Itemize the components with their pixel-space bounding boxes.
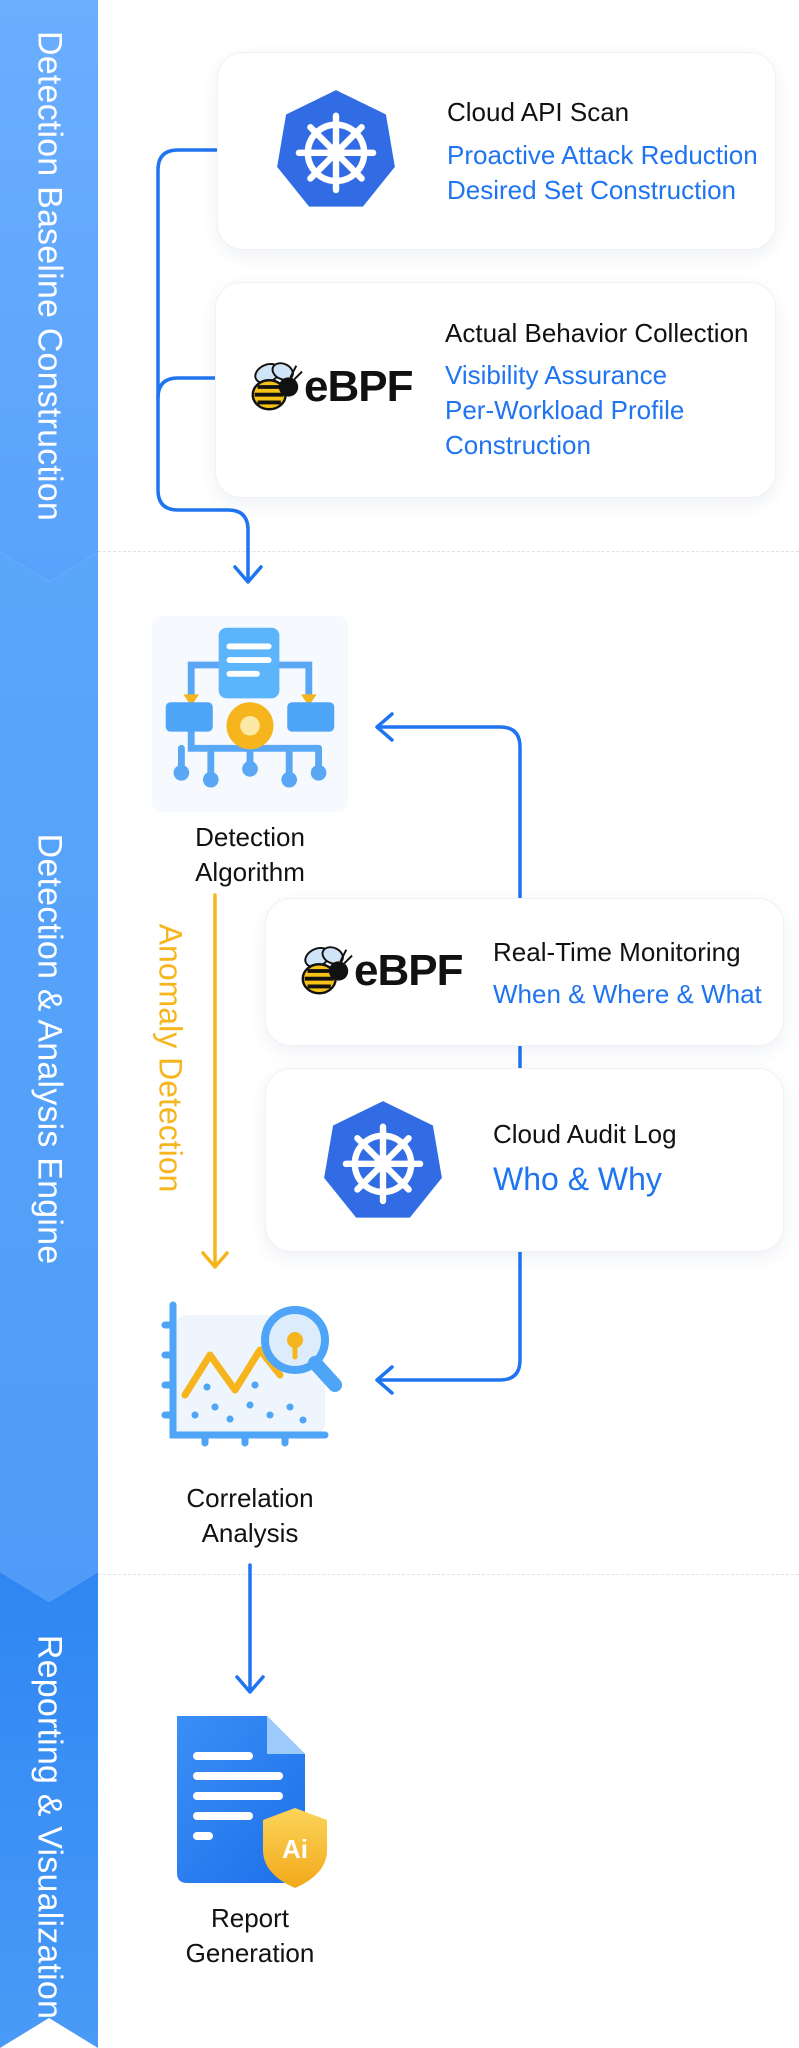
ebpf-logo: eBPF — [246, 357, 413, 417]
card-behavior-collection: eBPF Actual Behavior Collection Visibili… — [215, 282, 776, 498]
node-label-line: Detection — [195, 822, 305, 852]
ebpf-logo: eBPF — [296, 941, 463, 1001]
card-line: Proactive Attack Reduction — [447, 140, 758, 170]
phase-band-engine: Detection & Analysis Engine — [0, 552, 98, 1602]
bee-icon — [251, 362, 303, 411]
arrowhead-to-report — [235, 1675, 265, 1694]
anomaly-detection-label: Anomaly Detection — [152, 923, 189, 1193]
algorithm-flow-icon — [152, 616, 348, 812]
card-line: Visibility Assurance — [445, 360, 668, 390]
card-title: Actual Behavior Collection — [445, 318, 749, 348]
phase-band-reporting: Reporting & Visualization — [0, 1572, 98, 2048]
node-label-line: Algorithm — [195, 857, 305, 887]
ai-report-icon: Ai — [177, 1716, 327, 1888]
card-cloud-api-scan: Cloud API Scan Proactive Attack Reductio… — [217, 52, 776, 250]
kubernetes-icon — [324, 1101, 442, 1218]
card-line: Construction — [445, 430, 591, 460]
arrowhead-to-algorithm — [233, 565, 263, 584]
ebpf-wordmark: eBPF — [304, 362, 413, 411]
node-label-report-generation: Report Generation — [140, 1901, 360, 1971]
node-label-detection-algorithm: Detection Algorithm — [140, 820, 360, 890]
node-label-correlation-analysis: Correlation Analysis — [140, 1481, 360, 1551]
kubernetes-icon — [277, 90, 395, 207]
card-line: Desired Set Construction — [447, 175, 737, 205]
connector-ebpf-collection — [156, 376, 218, 400]
card-title: Real-Time Monitoring — [493, 937, 741, 967]
phase-band-engine-shape — [0, 552, 98, 1602]
section-divider-1 — [98, 551, 799, 552]
card-realtime-monitoring: eBPF Real-Time Monitoring When & Where &… — [265, 898, 784, 1046]
arrowhead-to-algorithm-right — [375, 712, 394, 742]
connector-cloud-api — [156, 148, 250, 582]
svg-text:Ai: Ai — [282, 1834, 308, 1864]
card-cloud-audit-log: Cloud Audit Log Who & Why — [265, 1068, 784, 1252]
bee-icon — [301, 946, 353, 995]
node-label-line: Report — [210, 1903, 290, 1933]
section-divider-2 — [98, 1574, 799, 1575]
arrowhead-to-correlation — [375, 1365, 394, 1395]
node-label-line: Correlation — [186, 1483, 314, 1513]
phase-band-baseline-shape — [0, 0, 98, 582]
card-title: Cloud Audit Log — [493, 1119, 677, 1149]
node-label-line: Analysis — [201, 1518, 299, 1548]
card-line: Per-Workload Profile — [445, 395, 685, 425]
phase-band-reporting-shape — [0, 1572, 98, 2048]
chart-magnifier-icon — [161, 1301, 342, 1447]
feedback-loop — [378, 725, 522, 1382]
node-label-line: Generation — [185, 1938, 315, 1968]
anomaly-arrowhead — [201, 1251, 229, 1269]
card-title: Cloud API Scan — [447, 97, 630, 127]
card-line: Who & Why — [493, 1161, 662, 1197]
ebpf-wordmark: eBPF — [354, 946, 463, 995]
phase-band-baseline: Detection Baseline Construction — [0, 0, 98, 582]
card-line: When & Where & What — [493, 979, 762, 1009]
